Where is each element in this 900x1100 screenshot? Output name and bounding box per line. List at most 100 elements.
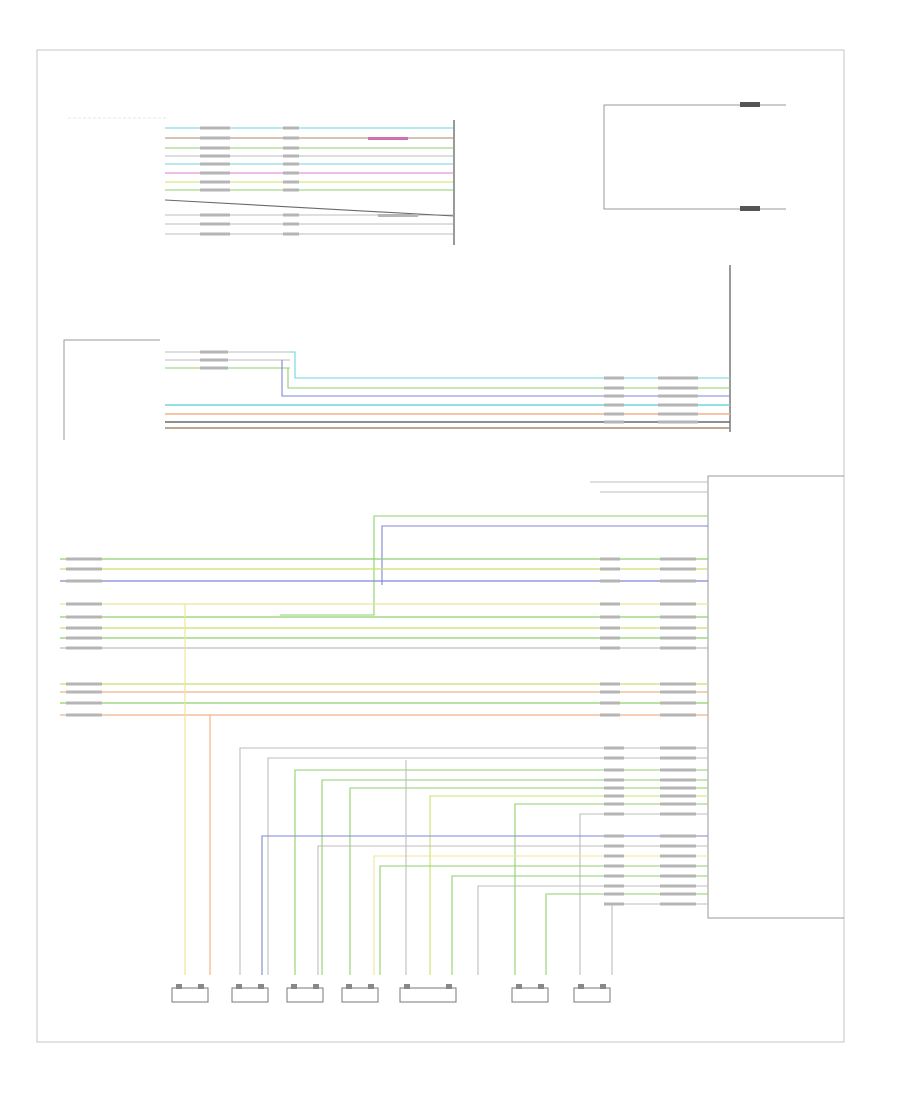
speaker-terminal — [346, 984, 352, 989]
wire-label-marker — [660, 794, 696, 798]
wire-label-marker — [200, 232, 230, 236]
wire-label-marker — [660, 615, 696, 619]
wire-label-marker — [283, 162, 299, 166]
wire-label-marker — [600, 713, 620, 717]
wire-label-marker — [283, 146, 299, 150]
speaker-wire — [611, 903, 708, 975]
wire-label-marker — [600, 636, 620, 640]
wire-label-marker — [660, 892, 696, 896]
wire-label-marker — [660, 802, 696, 806]
speaker-body — [573, 987, 611, 1003]
wire-label-marker — [604, 376, 624, 380]
wire-label-marker — [660, 746, 696, 750]
wire-label-marker — [660, 864, 696, 868]
wire-label-marker — [604, 403, 624, 407]
right-wire — [381, 525, 708, 585]
top-left-wire — [164, 199, 455, 217]
wire-label-marker — [283, 136, 299, 140]
wire-label-marker — [660, 884, 696, 888]
wire-label-marker — [66, 615, 102, 619]
wire-label-marker — [660, 690, 696, 694]
speaker — [399, 984, 457, 1003]
wire-label-marker — [200, 171, 230, 175]
speaker-body — [231, 987, 269, 1003]
middle-connector-group — [63, 265, 731, 440]
speaker-wire — [239, 747, 708, 975]
wire-label-marker — [660, 636, 696, 640]
wire-label-marker — [200, 366, 228, 370]
wire-label-marker — [604, 884, 624, 888]
speaker-terminal — [313, 984, 319, 989]
wire-label-marker — [66, 713, 102, 717]
wire-label-marker — [600, 626, 620, 630]
speaker-wire — [317, 845, 708, 975]
wire-label-marker — [658, 412, 698, 416]
wire-label-marker — [658, 376, 698, 380]
wire-label-marker — [604, 892, 624, 896]
wire-label-marker — [66, 557, 102, 561]
wire-label-marker — [66, 690, 102, 694]
wire-label-marker — [368, 137, 408, 140]
speaker-terminal — [600, 984, 606, 989]
wire-label-marker — [604, 844, 624, 848]
wire-label-marker — [283, 154, 299, 158]
wire-label-marker — [660, 812, 696, 816]
wire-label-marker — [283, 180, 299, 184]
wire-label-marker — [200, 213, 230, 217]
wire-label-marker — [604, 386, 624, 390]
wire-label-marker — [600, 602, 620, 606]
wire-label-marker — [660, 579, 696, 583]
speaker-body — [171, 987, 209, 1003]
wire-label-marker — [660, 602, 696, 606]
speaker-terminal — [236, 984, 242, 989]
top-right-switch-group — [603, 102, 786, 211]
wire-label-marker — [200, 162, 230, 166]
speaker-wire — [267, 757, 708, 975]
wire-label-marker — [600, 557, 620, 561]
speaker-body — [511, 987, 549, 1003]
middle-wire — [281, 360, 730, 397]
wire-label-marker — [660, 854, 696, 858]
wire-label-marker — [604, 420, 624, 424]
wire-label-marker — [200, 350, 228, 354]
speaker-wire — [294, 769, 708, 975]
wire-label-marker — [600, 646, 620, 650]
top-left-connector-group — [68, 117, 455, 245]
wire-label-marker — [604, 864, 624, 868]
wire-label-marker — [604, 902, 624, 906]
wire-label-marker — [378, 214, 418, 217]
wire-label-marker — [600, 567, 620, 571]
wire-label-marker — [604, 394, 624, 398]
wire-label-marker — [604, 874, 624, 878]
diagram-frame — [36, 49, 845, 1043]
wire-label-marker — [604, 834, 624, 838]
speaker-body — [286, 987, 324, 1003]
middle-wire — [290, 351, 730, 379]
wire-label-marker — [66, 567, 102, 571]
wire-label-marker — [660, 844, 696, 848]
wire-label-marker — [66, 636, 102, 640]
wire-label-marker — [604, 412, 624, 416]
wire-label-marker — [600, 690, 620, 694]
wire-label-marker — [604, 756, 624, 760]
speaker-terminal — [176, 984, 182, 989]
wire-label-marker — [658, 394, 698, 398]
speaker-terminal — [404, 984, 410, 989]
right-wire — [280, 515, 708, 616]
speaker-terminal — [538, 984, 544, 989]
speaker-terminal — [258, 984, 264, 989]
right-module-group — [60, 475, 844, 975]
speaker-terminal — [368, 984, 374, 989]
wire-label-marker — [283, 188, 299, 192]
wire-label-marker — [660, 756, 696, 760]
wire-label-marker — [283, 213, 299, 217]
wire-label-marker — [600, 682, 620, 686]
speaker-group — [171, 984, 611, 1003]
wire-label-marker — [200, 126, 230, 130]
wire-label-marker — [658, 386, 698, 390]
wire-label-marker — [200, 146, 230, 150]
wire-label-marker — [604, 802, 624, 806]
wire-label-marker — [66, 579, 102, 583]
wire-label-marker — [600, 615, 620, 619]
speaker-terminal — [578, 984, 584, 989]
